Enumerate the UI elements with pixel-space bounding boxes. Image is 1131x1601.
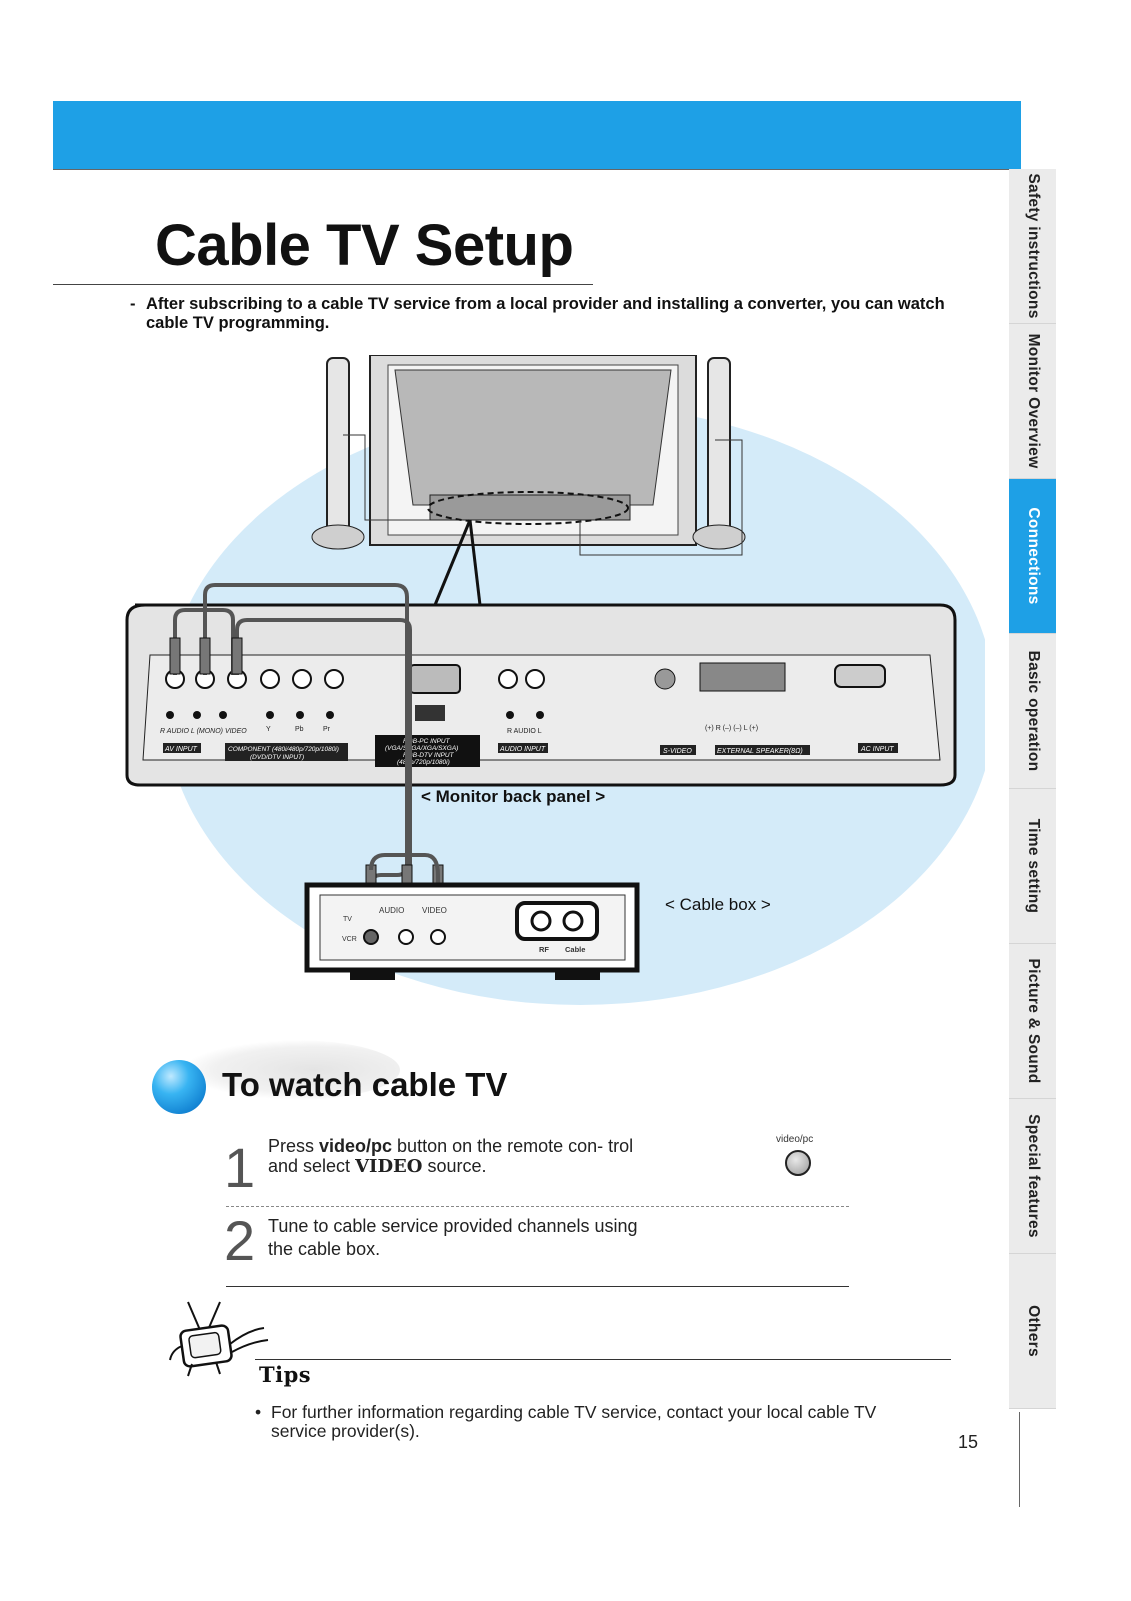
step-1-post: source.: [422, 1156, 487, 1176]
remote-video-pc-button-icon: [785, 1150, 811, 1176]
tab-label: Connections: [1024, 507, 1042, 605]
label-y: Y: [266, 726, 271, 733]
tab-label: Special features: [1024, 1114, 1042, 1238]
tab-label: Monitor Overview: [1024, 333, 1042, 469]
header-band: [53, 101, 1021, 169]
step-1-source-name: VIDEO: [355, 1156, 423, 1177]
back-panel-caption: < Monitor back panel >: [421, 787, 605, 806]
monitor-front-illustration: [369, 355, 697, 546]
intro-text: After subscribing to a cable TV service …: [146, 295, 945, 332]
tips-tv-mascot-icon: [169, 1301, 269, 1377]
tab-label: Others: [1024, 1305, 1042, 1357]
tab-label: Safety instructions: [1024, 173, 1042, 319]
label-box-vcr: VCR: [342, 936, 357, 943]
label-rgb-pc-modes: (VGA/SVGA/XGA/SXGA): [385, 745, 458, 752]
label-rgb-pc: RGB-PC INPUT: [403, 738, 451, 745]
step-1-pre: Press: [268, 1136, 320, 1156]
sidebar-line: [1019, 1412, 1020, 1507]
tab-time-setting[interactable]: Time setting: [1009, 789, 1056, 944]
ac-socket: [834, 664, 886, 688]
section-ball-icon: [152, 1060, 206, 1114]
tips-heading: Tips: [259, 1362, 312, 1387]
dvi-port: [415, 705, 445, 721]
vga-port: [409, 664, 461, 694]
tip-bullet: •: [255, 1402, 262, 1422]
tab-picture-sound[interactable]: Picture & Sound: [1009, 944, 1056, 1099]
label-box-cable: Cable: [565, 945, 585, 954]
left-speaker: [311, 357, 430, 550]
label-audio-input: AUDIO INPUT: [499, 746, 546, 753]
tab-label: Time setting: [1024, 818, 1042, 914]
title-underline: [53, 284, 593, 285]
monitor-back-panel: R AUDIO L (MONO) VIDEO Y Pb Pr AV INPUT …: [125, 603, 957, 787]
tab-label: Picture & Sound: [1024, 958, 1042, 1084]
remote-button-label: video/pc: [776, 1134, 814, 1145]
tab-basic-operation[interactable]: Basic operation: [1009, 634, 1056, 789]
label-rgb-dtv: RGB-DTV INPUT: [403, 752, 455, 759]
label-rgb-dtv-modes: (480p/720p/1080i): [397, 759, 450, 766]
label-component: COMPONENT (480i/480p/720p/1080i): [228, 746, 339, 753]
step-1-button-name: video/pc: [319, 1136, 393, 1156]
step-1-mid: button on the remote con- trol and selec…: [268, 1136, 634, 1176]
connection-diagram: R AUDIO L (MONO) VIDEO Y Pb Pr AV INPUT …: [125, 355, 985, 1005]
intro-paragraph: - After subscribing to a cable TV servic…: [130, 295, 950, 333]
cable-box-caption: < Cable box >: [665, 895, 771, 914]
tab-others[interactable]: Others: [1009, 1254, 1056, 1409]
label-component-sub: (DVD/DTV INPUT): [250, 754, 304, 761]
label-s-video: S-VIDEO: [663, 748, 692, 755]
page-title: Cable TV Setup: [155, 213, 574, 278]
tip-item: • For further information regarding cabl…: [255, 1403, 895, 1441]
header-rule: [53, 169, 1056, 170]
section-title: To watch cable TV: [222, 1066, 508, 1103]
label-box-tv: TV: [343, 916, 352, 923]
step-2-text: Tune to cable service provided channels …: [268, 1216, 638, 1259]
label-audio-video: R AUDIO L (MONO) VIDEO: [160, 728, 247, 735]
tab-label: Basic operation: [1024, 650, 1042, 772]
label-audio-right: R AUDIO L: [507, 728, 542, 735]
tips-rule: [255, 1359, 951, 1360]
steps-divider: [226, 1206, 849, 1207]
steps-bottom-rule: [226, 1286, 849, 1287]
s-video-jack: [654, 668, 676, 690]
label-box-audio: AUDIO: [379, 906, 404, 915]
label-external-speaker: EXTERNAL SPEAKER(8Ω): [717, 748, 803, 755]
step-2-number: 2: [224, 1209, 256, 1272]
label-ac-input: AC INPUT: [860, 746, 894, 753]
label-pr: Pr: [323, 726, 331, 733]
speaker-terminals: [699, 662, 786, 692]
label-box-rf: RF: [539, 945, 549, 954]
right-speaker: [579, 357, 746, 556]
tab-special-features[interactable]: Special features: [1009, 1099, 1056, 1254]
tab-safety-instructions[interactable]: Safety instructions: [1009, 169, 1056, 324]
tab-connections[interactable]: Connections: [1009, 479, 1056, 634]
tip-text: For further information regarding cable …: [271, 1402, 877, 1441]
cable-box: AUDIO VIDEO TV VCR RF Cable: [304, 882, 640, 980]
page-number: 15: [958, 1432, 979, 1452]
section-swoosh: [185, 1040, 400, 1100]
label-pb: Pb: [295, 726, 304, 733]
step-1-text: Press video/pc button on the remote con-…: [268, 1136, 648, 1177]
label-box-video: VIDEO: [422, 906, 447, 915]
tab-monitor-overview[interactable]: Monitor Overview: [1009, 324, 1056, 479]
intro-bullet: -: [130, 295, 136, 313]
label-speaker-marks: (+) R (–) (–) L (+): [705, 725, 758, 732]
chapter-sidebar: Safety instructions Monitor Overview Con…: [1009, 169, 1056, 1409]
label-av-input: AV INPUT: [164, 746, 198, 753]
step-1-number: 1: [224, 1136, 256, 1199]
